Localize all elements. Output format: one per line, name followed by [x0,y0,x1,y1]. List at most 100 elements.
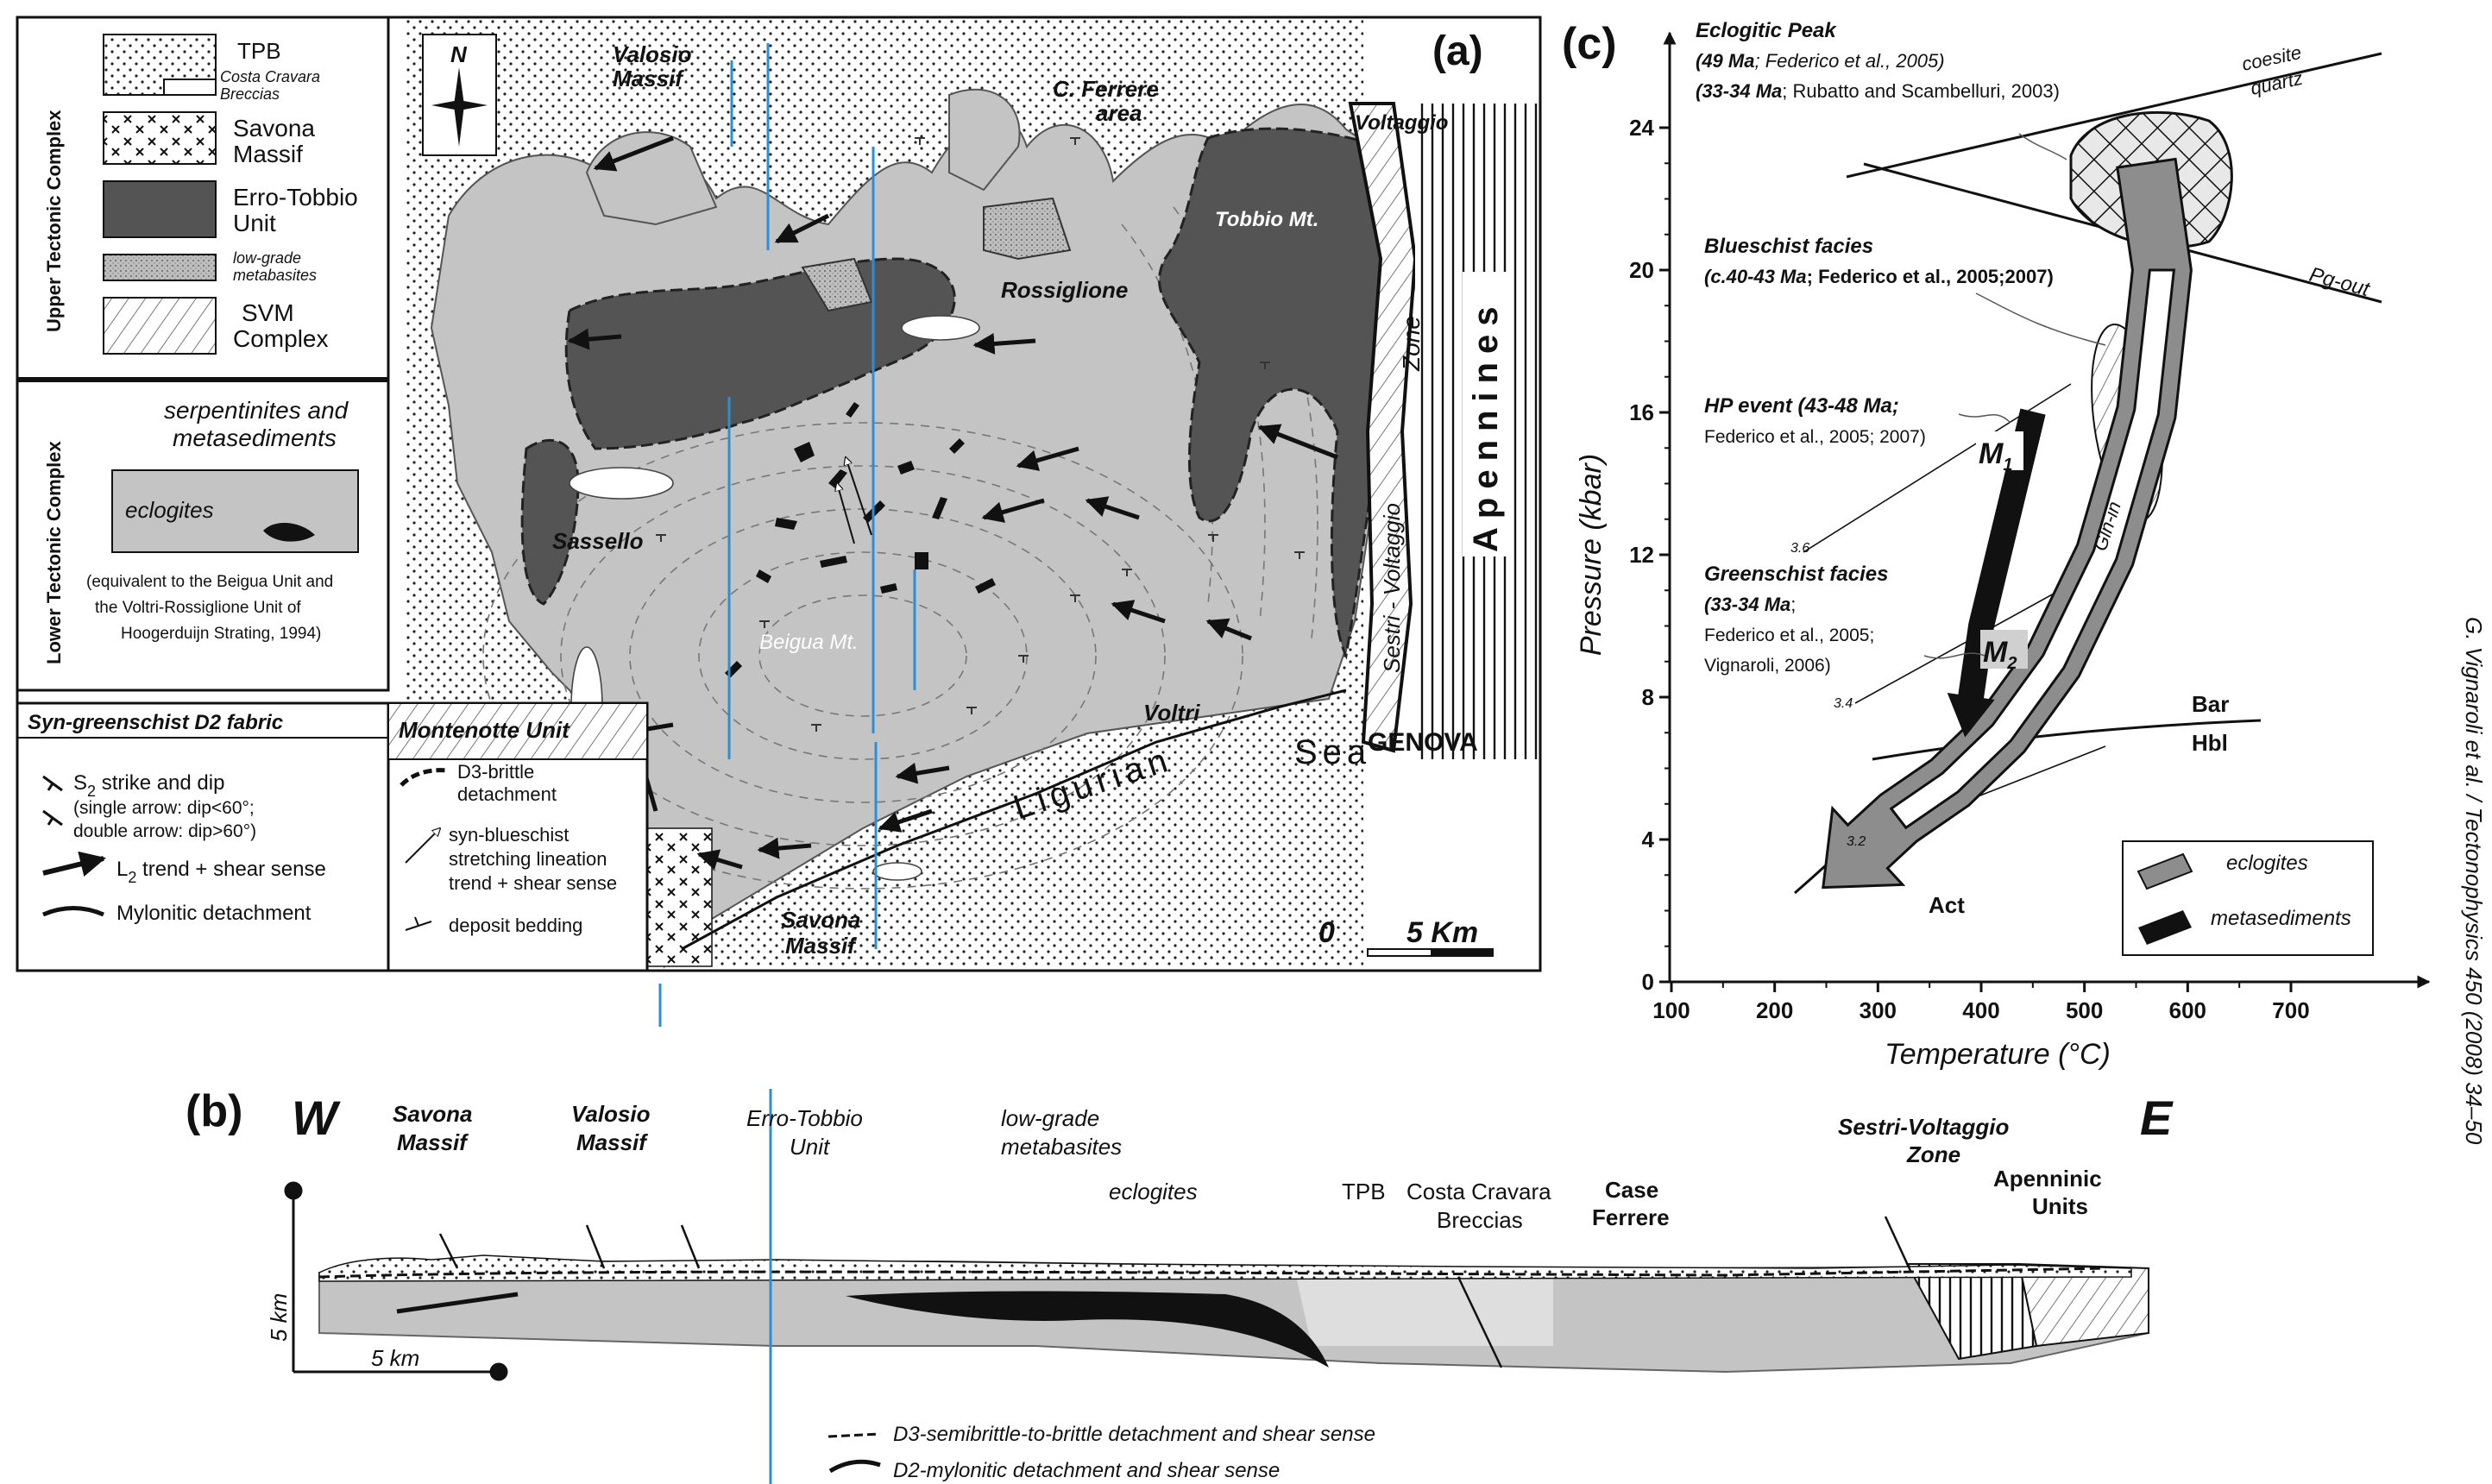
greenschist-title: Greenschist facies [1704,563,1888,586]
label-savona: Savona [781,907,861,933]
horizontal-scale-label: 5 km [371,1345,419,1371]
section-d3-detachment [318,1267,2106,1279]
legend-eclogites: eclogites [2226,852,2308,875]
eclogitic-peak-date-2: (33-34 Ma; Rubatto and Scambelluri, 2003… [1696,80,2060,102]
panel-b-cross-section: (b) W E 5 km 5 km Savona Mas [186,1086,2174,1484]
erro-tobbio-unit-tobbio [1158,127,1408,660]
lower-complex-label: Lower Tectonic Complex [43,440,65,664]
hp-event-ref: Federico et al., 2005; 2007) [1704,427,1926,447]
equiv-label-3: Hoogerduijn Strating, 1994) [121,625,321,643]
svg-text:Unit: Unit [790,1134,831,1160]
pt-annotations: Eclogitic Peak (49 Ma; Federico et al., … [1696,19,2373,918]
d3-symbol [400,768,450,787]
y-axis-title: Pressure (kbar) [1575,454,1608,656]
section-legend: D3-semibrittle-to-brittle detachment and… [828,1423,1375,1482]
svg-text:Costa Cravara: Costa Cravara [1406,1179,1551,1204]
panel-a-map: Valosio Massif C. Ferrere area Voltaggio… [16,16,1542,1027]
label-genova: GENOVA [1368,728,1478,757]
serp-legend-label: serpentinites and [164,397,349,424]
eclogites-swatch [111,469,359,553]
eclogitic-peak-date-1: (49 Ma; Federico et al., 2005) [1696,50,1945,72]
bedding-label: deposit bedding [449,915,582,936]
svg-text:Case: Case [1605,1177,1658,1203]
costa-cravara-label-2: Breccias [220,85,280,103]
l2-label: L2 trend + shear sense [116,858,326,886]
d3-label: D3-brittle [457,761,534,783]
label-rossiglione: Rossiglione [1001,277,1128,303]
y-tick-label: 20 [1629,257,1654,283]
label-ferrere-2: area [1096,100,1142,126]
syn-blueschist-symbol [405,828,440,864]
svg-text:Breccias: Breccias [1437,1207,1523,1233]
section-d2-detachment [396,1292,519,1314]
svm-legend-label: SVM [242,299,294,326]
s2-symbol [42,775,63,827]
map-legend-text: Upper Tectonic Complex Lower Tectonic Co… [28,38,617,936]
bar-label: Bar [2192,691,2229,717]
panel-b-label: (b) [186,1086,242,1136]
upper-complex-label: Upper Tectonic Complex [43,110,65,332]
x-tick-label: 600 [2169,997,2206,1023]
x-tick-label: 200 [1756,997,1793,1023]
y-tick-label: 8 [1642,684,1654,710]
equiv-label-1: (equivalent to the Beigua Unit and [86,573,333,591]
svg-text:Units: Units [2032,1193,2088,1219]
montenotte-label: Montenotte Unit [399,717,570,743]
erro-tobbio-swatch [103,180,217,238]
l2-symbol [42,851,106,877]
map-scale-bar [1367,948,1494,957]
svg-text:Massif: Massif [576,1129,648,1155]
label-beigua: Beigua Mt. [759,631,859,654]
s2-dip-symbols [656,137,1305,732]
label-tobbio: Tobbio Mt. [1215,208,1318,231]
north-label: N [450,41,468,67]
syn-label-2: stretching lineation [449,848,607,870]
iso-36: 3.6 [1790,541,1809,556]
savona-massif-area [642,827,713,967]
erro-tobbio-unit-north [564,257,956,450]
north-arrow-star [431,67,488,147]
svg-text:M1: M1 [1979,437,2012,475]
label-sea: Sea [1294,733,1371,771]
scale-zero: 0 [1318,916,1335,949]
svg-text:Ferrere: Ferrere [1592,1204,1670,1230]
lowgrade-legend-label: low-grade [233,249,301,267]
y-tick-label: 4 [1642,827,1655,852]
s2-label: S2 strike and dip [73,771,224,800]
syn-label: syn-blueschist [449,824,569,846]
eclogites-legend-label: eclogites [125,497,214,523]
panel-c-label: (c) [1562,19,1617,69]
vertical-scale-label: 5 km [266,1293,292,1342]
lowgrade-legend-label-2: metabasites [233,267,317,284]
label-valosio: Valosio [613,41,692,67]
x-tick-label: 100 [1652,997,1690,1023]
svg-text:low-grade: low-grade [1001,1105,1099,1131]
ferrere-lobe [948,88,1021,192]
erro-legend-label: Erro-Tobbio [233,184,358,211]
svm-swatch [103,297,217,355]
hp-event-title: HP event (43-48 Ma; [1704,394,1899,418]
eclogitic-peak-title: Eclogitic Peak [1696,19,1837,42]
svg-text:TPB: TPB [1342,1179,1386,1204]
savona-legend-label-2: Massif [233,141,303,167]
legend-d3-detachment: D3-semibrittle-to-brittle detachment and… [893,1423,1375,1446]
legend-d2-detachment: D2-mylonitic detachment and shear sense [893,1459,1280,1482]
syn-blueschist-arrows [837,457,872,544]
x-tick-label: 400 [1962,997,1999,1023]
tpb-label: TPB [237,38,281,64]
montenotte-swatch [387,702,648,760]
svg-text:Zone: Zone [1906,1141,1960,1167]
bar-hbl-line [1872,719,2262,761]
svg-text:metabasites: metabasites [1001,1134,1122,1160]
scale-five: 5 Km [1406,916,1478,949]
svg-text:Massif: Massif [397,1129,469,1155]
journal-reference: G. Vignaroli et al. / Tectonophysics 450… [2461,617,2487,1145]
x-axis-title: Temperature (°C) [1885,1038,2111,1071]
l2-lineation-arrows [567,135,1338,871]
iso-34: 3.4 [1834,696,1853,711]
section-eclogite-body [846,1291,1329,1368]
sestri-voltaggio-zone [1348,102,1418,753]
svg-text:M2: M2 [1983,636,2017,673]
